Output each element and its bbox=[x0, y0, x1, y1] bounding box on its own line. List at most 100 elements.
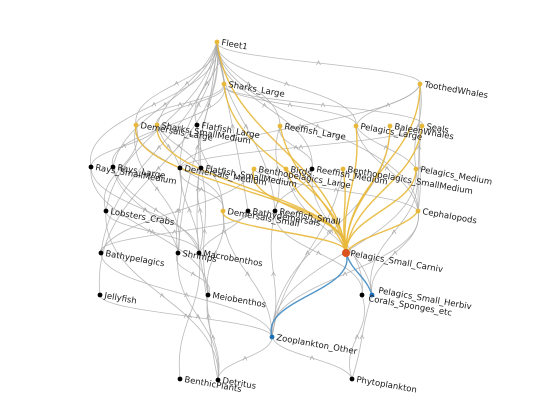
edge-Macrobenthos-to-Lobsters_Crabs bbox=[105, 210, 200, 254]
node-Cephalopods[interactable]: Cephalopods bbox=[415, 207, 478, 227]
node-label: Seals bbox=[425, 122, 450, 136]
edge-arrowhead bbox=[284, 81, 289, 87]
node-label: Pelagics_Small_Carniv bbox=[349, 249, 443, 275]
node-marker[interactable] bbox=[97, 292, 103, 298]
edge-arrowhead bbox=[174, 80, 179, 86]
node-marker[interactable] bbox=[342, 249, 350, 257]
node-marker[interactable] bbox=[359, 292, 365, 298]
node-marker[interactable] bbox=[269, 334, 275, 340]
edge-arrowhead bbox=[206, 313, 211, 319]
edge-Pelagics_Small_Carniv-to-Cephalopods bbox=[345, 210, 419, 254]
node-marker[interactable] bbox=[387, 123, 393, 129]
edge-Cephalopods-to-ToothedWhales bbox=[417, 83, 421, 212]
edge-Pelagics_Small_Herbiv-to-Cephalopods bbox=[371, 210, 419, 296]
node-label: ToothedWhales bbox=[422, 80, 489, 101]
edge-Macrobenthos-to-Rays_Large bbox=[112, 166, 200, 254]
edge-Rays_SmallMedium-to-Sharks_SmallMedium bbox=[90, 124, 158, 168]
edge-arrowhead bbox=[154, 186, 160, 192]
edge-arrowhead bbox=[196, 102, 201, 108]
node-label: Birds bbox=[289, 165, 312, 179]
edge-Macrobenthos-to-Rays_SmallMedium bbox=[90, 166, 200, 254]
node-Reeffish_Large[interactable]: Reeffish_Large bbox=[277, 122, 347, 143]
node-marker[interactable] bbox=[198, 165, 204, 171]
node-marker[interactable] bbox=[88, 164, 94, 170]
edge-arrowhead bbox=[246, 81, 251, 87]
node-marker[interactable] bbox=[309, 166, 315, 172]
node-marker[interactable] bbox=[205, 292, 211, 298]
node-marker[interactable] bbox=[272, 208, 278, 214]
edge-Pelagics_Small_Herbiv-to-Pelagics_Medium bbox=[370, 168, 418, 296]
node-marker[interactable] bbox=[154, 122, 160, 128]
node-marker[interactable] bbox=[353, 123, 359, 129]
node-marker[interactable] bbox=[133, 122, 139, 128]
node-marker[interactable] bbox=[215, 377, 221, 383]
node-marker[interactable] bbox=[415, 208, 421, 214]
edge-Phytoplankton-to-Zooplankton_Other bbox=[271, 336, 353, 380]
edge-arrowhead bbox=[359, 334, 365, 340]
node-marker[interactable] bbox=[283, 166, 289, 172]
node-marker[interactable] bbox=[177, 376, 183, 382]
edge-arrowhead bbox=[275, 165, 280, 171]
node-marker[interactable] bbox=[98, 250, 104, 256]
node-marker[interactable] bbox=[220, 208, 226, 214]
node-marker[interactable] bbox=[103, 208, 109, 214]
edge-Demersals_Medium-to-Sharks_SmallMedium bbox=[156, 124, 181, 169]
edges-highlight-layer bbox=[135, 41, 423, 338]
node-marker[interactable] bbox=[214, 39, 220, 45]
node-label: Meiobenthos bbox=[211, 291, 267, 310]
edge-arrowhead bbox=[156, 165, 161, 171]
node-Macrobenthos[interactable]: Macrobenthos bbox=[196, 249, 264, 269]
edge-Reeffish_Small-to-Reeffish_Medium bbox=[274, 168, 313, 212]
node-marker[interactable] bbox=[413, 166, 419, 172]
edge-Pelagics_Small_Carniv-to-Sharks_SmallMedium bbox=[156, 124, 347, 254]
node-Meiobenthos[interactable]: Meiobenthos bbox=[205, 291, 268, 311]
node-marker[interactable] bbox=[194, 122, 200, 128]
node-marker[interactable] bbox=[340, 166, 346, 172]
edge-Detritus-to-Lobsters_Crabs bbox=[105, 210, 219, 381]
node-marker[interactable] bbox=[175, 250, 181, 256]
node-label: Bathypelagics bbox=[104, 249, 165, 269]
edge-Pelagics_Medium-to-ToothedWhales bbox=[414, 83, 422, 170]
edge-arrowhead bbox=[417, 165, 423, 171]
node-marker[interactable] bbox=[419, 123, 425, 129]
node-marker[interactable] bbox=[245, 208, 251, 214]
edge-arrowhead bbox=[166, 122, 171, 128]
node-Zooplankton_Other[interactable]: Zooplankton_Other bbox=[269, 333, 359, 357]
node-Phytoplankton[interactable]: Phytoplankton bbox=[349, 375, 418, 396]
edge-Pelagics_Small_Carniv-to-Pelagics_Medium bbox=[345, 168, 417, 254]
node-label: Jellyfish bbox=[102, 291, 137, 307]
edge-Phytoplankton-to-Pelagics_Small_Herbiv bbox=[351, 294, 373, 380]
node-Jellyfish[interactable]: Jellyfish bbox=[97, 291, 138, 307]
edge-Cephalopods-to-Benthopelagics_Large bbox=[253, 168, 419, 212]
edge-arrowhead bbox=[151, 101, 157, 107]
node-marker[interactable] bbox=[177, 165, 183, 171]
node-label: Zooplankton_Other bbox=[275, 333, 358, 357]
edge-Bathypelagics-to-Bathydemersals bbox=[100, 210, 249, 254]
edge-arrowhead bbox=[342, 271, 348, 277]
edge-arrowhead bbox=[293, 144, 299, 150]
node-marker[interactable] bbox=[110, 164, 116, 170]
edge-Zooplankton_Other-to-Demersals_Small bbox=[222, 210, 273, 338]
node-ToothedWhales[interactable]: ToothedWhales bbox=[417, 80, 490, 101]
edge-Meiobenthos-to-Flatfish_SmallMedium bbox=[200, 167, 209, 296]
node-Seals[interactable]: Seals bbox=[419, 122, 450, 136]
edge-Flatfish_SmallMedium-to-Sharks_SmallMedium bbox=[156, 124, 202, 169]
node-marker[interactable] bbox=[251, 166, 257, 172]
edge-Pelagics_Small_Carniv-to-Birds bbox=[285, 168, 347, 254]
node-marker[interactable] bbox=[277, 123, 283, 129]
node-Fleet1[interactable]: Fleet1 bbox=[214, 38, 249, 53]
node-marker[interactable] bbox=[221, 81, 227, 87]
edge-Rays_Large-to-Fleet1 bbox=[112, 41, 218, 168]
edge-arrowhead bbox=[202, 228, 207, 234]
edge-Seals-to-Sharks_Large bbox=[223, 83, 423, 127]
node-marker[interactable] bbox=[349, 376, 355, 382]
node-marker[interactable] bbox=[369, 292, 375, 298]
node-marker[interactable] bbox=[196, 250, 202, 256]
node-marker[interactable] bbox=[417, 81, 423, 87]
node-label: Cephalopods bbox=[421, 207, 478, 227]
edge-arrowhead bbox=[176, 143, 182, 149]
edge-arrowhead bbox=[416, 144, 422, 150]
node-Birds[interactable]: Birds bbox=[283, 165, 313, 179]
edge-Macrobenthos-to-Bathydemersals bbox=[198, 210, 249, 254]
